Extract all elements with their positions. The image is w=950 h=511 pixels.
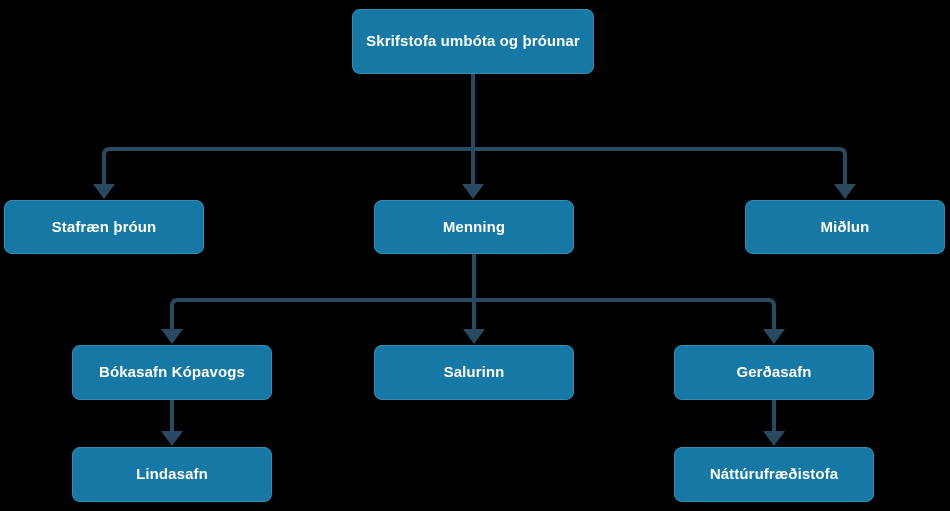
org-node-label: Gerðasafn <box>736 364 812 381</box>
org-node-midlun[interactable]: Miðlun <box>745 200 945 254</box>
org-node-label: Salurinn <box>443 364 505 381</box>
arrowhead-menning <box>462 184 484 199</box>
arrowhead-natturufraedistofa <box>763 431 785 446</box>
arrowhead-midlun <box>834 184 856 199</box>
org-node-lindasafn[interactable]: Lindasafn <box>72 447 272 502</box>
arrowhead-stafraen-throun <box>93 184 115 199</box>
org-node-bokasafn-kopavogs[interactable]: Bókasafn Kópavogs <box>72 345 272 400</box>
org-node-label: Lindasafn <box>136 466 208 483</box>
org-node-gerdasafn[interactable]: Gerðasafn <box>674 345 874 400</box>
arrowhead-lindasafn <box>161 431 183 446</box>
org-node-root[interactable]: Skrifstofa umbóta og þróunar <box>352 9 594 74</box>
arrowhead-bokasafn-kopavogs <box>161 329 183 344</box>
org-node-label: Miðlun <box>820 218 870 236</box>
org-node-label: Skrifstofa umbóta og þróunar <box>366 33 580 50</box>
org-node-label: Náttúrufræðistofa <box>709 466 839 483</box>
org-node-label: Stafræn þróun <box>51 218 157 236</box>
org-node-label: Menning <box>442 218 506 236</box>
arrowhead-salurinn <box>463 329 485 344</box>
connector-top-branch <box>102 147 847 186</box>
arrowhead-gerdasafn <box>763 329 785 344</box>
org-node-menning[interactable]: Menning <box>374 200 574 254</box>
connector-menning-branch <box>170 298 776 331</box>
org-node-stafraen-throun[interactable]: Stafræn þróun <box>4 200 204 254</box>
org-node-natturufraedistofa[interactable]: Náttúrufræðistofa <box>674 447 874 502</box>
org-node-salurinn[interactable]: Salurinn <box>374 345 574 400</box>
org-node-label: Bókasafn Kópavogs <box>99 364 245 381</box>
